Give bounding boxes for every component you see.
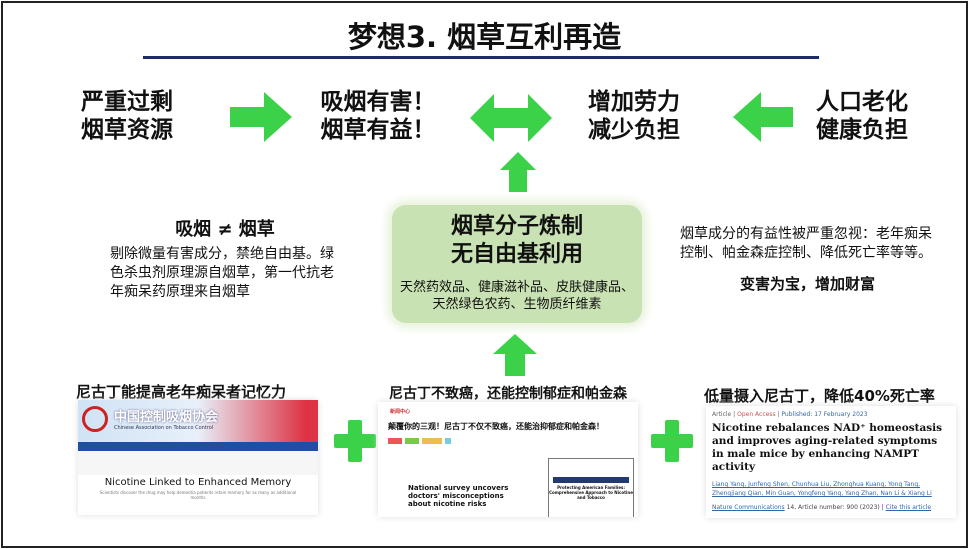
journal-volume: 14, Article number: 900 (2023) <box>786 504 880 511</box>
evidence-card-memory[interactable]: 中国控制吸烟协会 Chinese Association on Tobacco … <box>78 400 318 515</box>
up-arrow-icon <box>500 152 536 192</box>
site-name: 中国控制吸烟协会 <box>114 410 219 425</box>
center-box: 烟草分子炼制无自由基利用 天然药效品、健康滋补品、皮肤健康品、天然绿色农药、生物… <box>392 205 642 323</box>
left-arrow-icon <box>733 92 793 142</box>
slide-title: 梦想3. 烟草互利再造 <box>347 20 622 54</box>
article-headline: Nicotine Linked to Enhanced Memory <box>104 477 292 488</box>
top-line: 健康负担 <box>816 117 908 143</box>
evidence-caption: 低量摄入尼古丁，降低40%死亡率 <box>704 387 935 405</box>
top-item-labor: 增加劳力减少负担 <box>549 88 719 144</box>
journal-link[interactable]: Nature Communications <box>712 504 785 511</box>
left-block: 吸烟 ≠ 烟草 剔除微量有害成分，禁绝自由基。绿色杀虫剂原理源自烟草，第一代抗老… <box>110 215 340 302</box>
news-headline-cn: 颠覆你的三观！尼古丁不仅不致癌，还能治抑郁症和帕金森！ <box>388 422 604 431</box>
article-type: Article <box>712 411 732 418</box>
top-item-aging: 人口老化健康负担 <box>777 88 947 144</box>
site-banner: 中国控制吸烟协会 Chinese Association on Tobacco … <box>78 400 318 442</box>
top-line: 严重过剩 <box>81 89 173 115</box>
top-line: 烟草有益！ <box>320 117 436 143</box>
no-smoking-icon <box>82 406 108 432</box>
news-headline-en: National survey uncovers doctors' miscon… <box>408 484 509 508</box>
top-item-surplus: 严重过剩烟草资源 <box>42 88 212 144</box>
up-arrow-icon <box>493 334 537 376</box>
evidence-caption: 尼古丁不致癌，还能控制郁症和帕金森 <box>389 386 627 402</box>
center-sub: 天然绿色农药、生物质纤维素 <box>432 297 602 312</box>
double-arrow-icon <box>470 94 552 142</box>
paper-authors[interactable]: Liang Yang, Junfeng Shen, Chunhua Liu, Z… <box>712 481 932 497</box>
paper-title: Nicotine rebalances NAD⁺ homeostasis and… <box>712 422 943 473</box>
left-text: 剔除微量有害成分，禁绝自由基。绿色杀虫剂原理源自烟草，第一代抗老年痴呆药原理来自… <box>110 246 334 300</box>
center-title: 无自由基利用 <box>450 242 583 267</box>
article-subheadline: Scientists discover the drug may help de… <box>99 490 297 500</box>
top-item-harm-benefit: 吸烟有害！烟草有益！ <box>293 88 463 144</box>
center-sub: 天然药效品、健康滋补品、皮肤健康品、 <box>399 280 634 295</box>
article-preview <box>78 451 318 475</box>
right-block: 烟草成分的有益性被严重忽视：老年痴呆控制、帕金森症控制、降低死亡率等等。 变害为… <box>680 225 935 294</box>
right-slogan: 变害为宝，增加财富 <box>739 275 875 293</box>
share-buttons <box>388 438 638 444</box>
right-text: 烟草成分的有益性被严重忽视：老年痴呆控制、帕金森症控制、降低死亡率等等。 <box>680 226 932 261</box>
cite-link[interactable]: Cite this article <box>885 504 932 511</box>
top-line: 减少负担 <box>588 117 680 143</box>
top-line: 增加劳力 <box>588 89 680 115</box>
left-heading: 吸烟 ≠ 烟草 <box>175 219 275 240</box>
evidence-card-news[interactable]: 新闻中心 颠覆你的三观！尼古丁不仅不致癌，还能治抑郁症和帕金森！ Nationa… <box>378 402 638 517</box>
right-arrow-icon <box>230 92 292 142</box>
plus-icon <box>334 420 376 462</box>
top-line: 吸烟有害！ <box>320 89 436 115</box>
evidence-caption: 尼古丁能提高老年痴呆者记忆力 <box>76 383 287 401</box>
evidence-card-paper[interactable]: Article | Open Access | Published: 17 Fe… <box>706 406 956 518</box>
open-access-link[interactable]: Open Access <box>737 411 776 418</box>
site-name-en: Chinese Association on Tobacco Control <box>114 425 214 431</box>
center-title: 烟草分子炼制 <box>450 214 583 239</box>
inset-title: Protecting American Families: Comprehens… <box>549 485 633 500</box>
plus-icon <box>651 420 693 462</box>
published-date: Published: 17 February 2023 <box>781 411 868 418</box>
top-line: 人口老化 <box>816 89 908 115</box>
site-nav <box>78 442 318 451</box>
title-underline <box>143 56 819 59</box>
top-line: 烟草资源 <box>81 117 173 143</box>
news-site: 新闻中心 <box>390 409 411 415</box>
inset-document: Protecting American Families: Comprehens… <box>548 458 634 517</box>
